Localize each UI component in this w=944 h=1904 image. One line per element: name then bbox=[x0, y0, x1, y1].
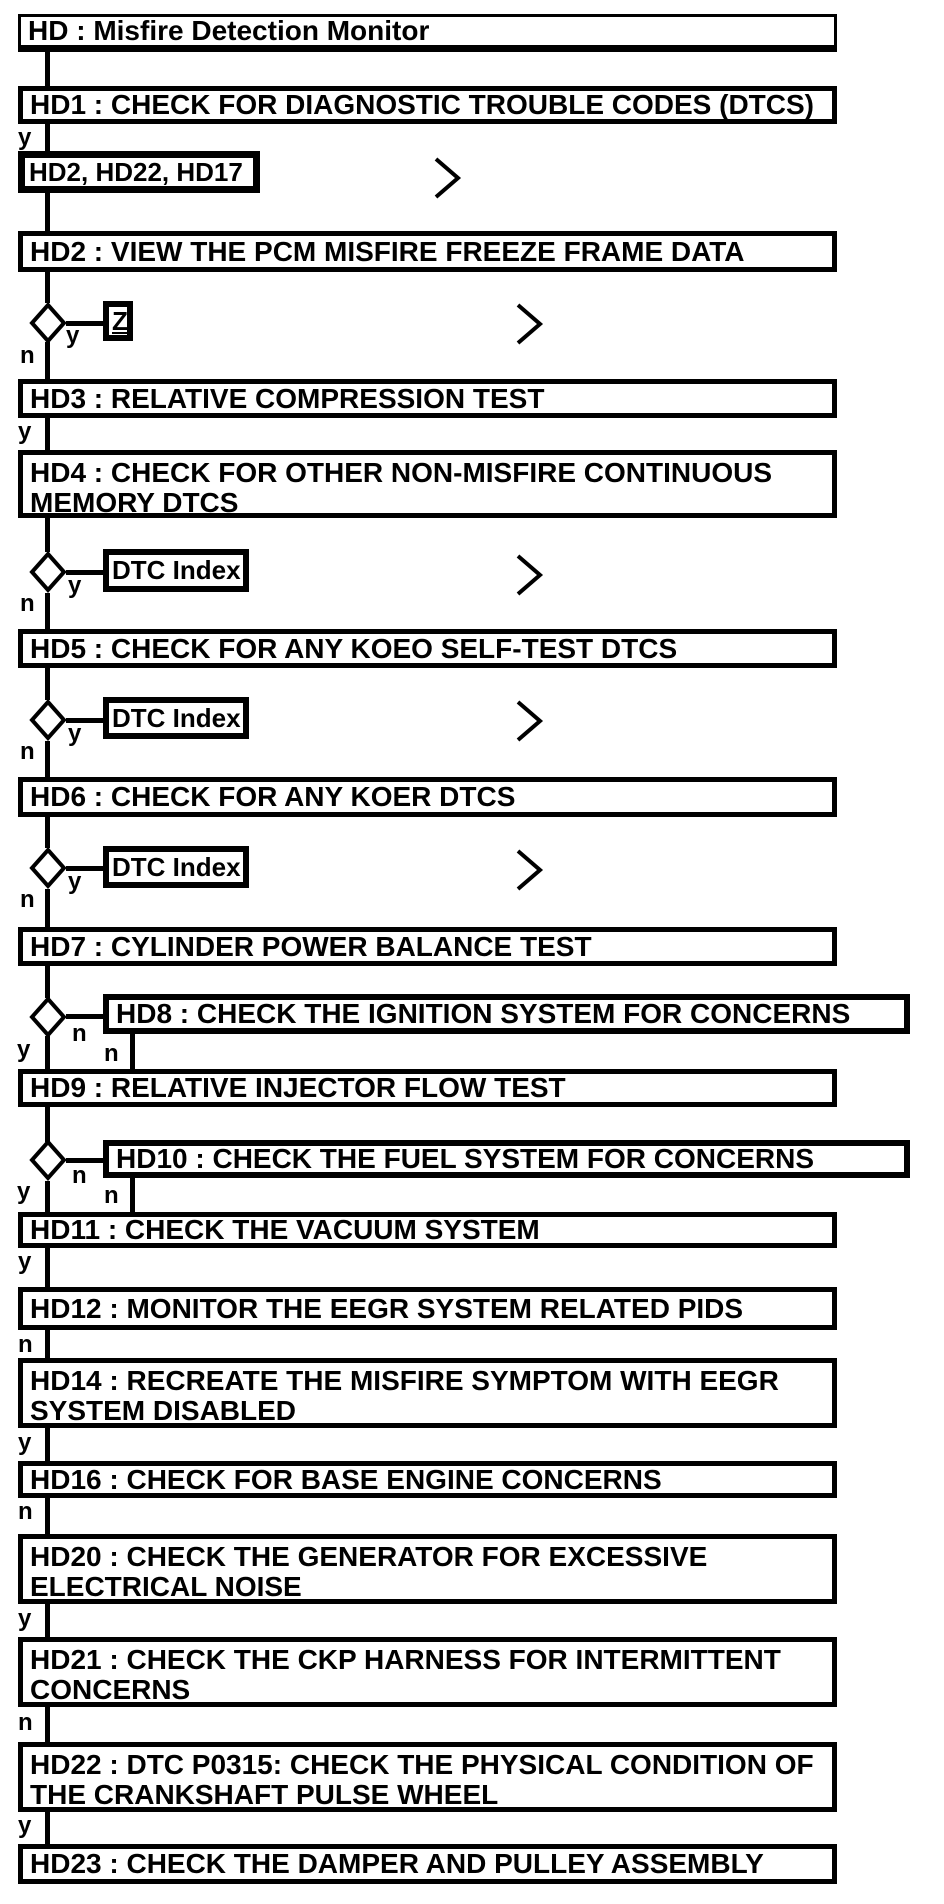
branch-label-no: n bbox=[20, 886, 35, 913]
connector-line bbox=[45, 816, 50, 848]
connector-line bbox=[45, 1106, 50, 1142]
connector-line bbox=[45, 1604, 50, 1639]
decision-diamond bbox=[29, 699, 67, 741]
decision-diamond bbox=[29, 302, 67, 344]
connector-line bbox=[45, 1497, 50, 1536]
step-box-hd20: HD20 : CHECK THE GENERATOR FOR EXCESSIVE… bbox=[18, 1534, 837, 1604]
step-box-hd21: HD21 : CHECK THE CKP HARNESS FOR INTERMI… bbox=[18, 1637, 837, 1707]
connector-line bbox=[45, 1036, 50, 1071]
connector-line bbox=[45, 965, 50, 998]
branch-label-yes: y bbox=[18, 1605, 32, 1632]
branch-label-yes: y bbox=[18, 1429, 32, 1456]
branch-label-no: n bbox=[72, 1020, 87, 1047]
connector-line bbox=[45, 1707, 50, 1744]
connector-line bbox=[45, 124, 50, 152]
step-box-hd3: HD3 : RELATIVE COMPRESSION TEST bbox=[18, 379, 837, 418]
decision-diamond bbox=[29, 1139, 67, 1181]
branch-label-yes: y bbox=[68, 572, 82, 599]
step-box-hd12: HD12 : MONITOR THE EEGR SYSTEM RELATED P… bbox=[18, 1287, 837, 1330]
decision-diamond bbox=[29, 847, 67, 889]
branch-label-no: n bbox=[18, 1709, 33, 1736]
connector-line bbox=[45, 1427, 50, 1463]
connector-line bbox=[66, 1158, 105, 1163]
branch-label-yes: y bbox=[18, 1812, 32, 1839]
step-box-hd2: HD2 : VIEW THE PCM MISFIRE FREEZE FRAME … bbox=[18, 231, 837, 272]
continuation-chevron-icon bbox=[434, 157, 462, 199]
ref-box-z[interactable]: Z bbox=[103, 301, 133, 341]
branch-label-yes: y bbox=[18, 124, 32, 151]
step-box-hd5: HD5 : CHECK FOR ANY KOEO SELF-TEST DTCS bbox=[18, 629, 837, 668]
branch-label-yes: y bbox=[17, 1036, 31, 1063]
branch-label-no: n bbox=[104, 1040, 119, 1067]
step-box-hd1: HD1 : CHECK FOR DIAGNOSTIC TROUBLE CODES… bbox=[18, 86, 837, 124]
connector-line bbox=[45, 1246, 50, 1289]
branch-label-yes: y bbox=[18, 1248, 32, 1275]
connector-line bbox=[66, 718, 103, 723]
branch-label-no: n bbox=[104, 1182, 119, 1209]
step-box-hd14: HD14 : RECREATE THE MISFIRE SYMPTOM WITH… bbox=[18, 1358, 837, 1428]
branch-label-no: n bbox=[72, 1162, 87, 1189]
branch-label-no: n bbox=[20, 590, 35, 617]
connector-line bbox=[45, 417, 50, 451]
connector-line bbox=[66, 570, 103, 575]
step-box-hd22: HD22 : DTC P0315: CHECK THE PHYSICAL CON… bbox=[18, 1742, 837, 1812]
decision-diamond bbox=[29, 996, 67, 1038]
step-box-hd4: HD4 : CHECK FOR OTHER NON-MISFIRE CONTIN… bbox=[18, 450, 837, 518]
continuation-chevron-icon bbox=[516, 554, 544, 596]
branch-label-yes: y bbox=[68, 720, 82, 747]
step-box-hd9: HD9 : RELATIVE INJECTOR FLOW TEST bbox=[18, 1069, 837, 1107]
step-box-hd7: HD7 : CYLINDER POWER BALANCE TEST bbox=[18, 927, 837, 966]
ref-box-dtc-index-2[interactable]: DTC Index bbox=[103, 697, 249, 739]
connector-line bbox=[66, 1014, 105, 1019]
connector-line bbox=[45, 667, 50, 700]
step-box-hd10: HD10 : CHECK THE FUEL SYSTEM FOR CONCERN… bbox=[103, 1140, 910, 1178]
branch-label-no: n bbox=[18, 1498, 33, 1525]
chart-title-box: HD : Misfire Detection Monitor bbox=[18, 14, 837, 52]
connector-line bbox=[45, 271, 50, 303]
branch-label-no: n bbox=[20, 738, 35, 765]
connector-line bbox=[66, 321, 103, 326]
connector-line bbox=[45, 516, 50, 552]
connector-line bbox=[45, 51, 50, 87]
connector-line bbox=[45, 1811, 50, 1846]
connector-line bbox=[66, 866, 103, 871]
continuation-chevron-icon bbox=[516, 849, 544, 891]
connector-line bbox=[45, 192, 50, 233]
ref-box-dtc-index-3[interactable]: DTC Index bbox=[103, 846, 249, 888]
connector-line bbox=[45, 593, 50, 631]
branch-label-no: n bbox=[18, 1331, 33, 1358]
step-box-hd6: HD6 : CHECK FOR ANY KOER DTCS bbox=[18, 777, 837, 817]
connector-line bbox=[45, 342, 50, 381]
branch-label-yes: y bbox=[66, 322, 80, 349]
connector-line bbox=[45, 889, 50, 929]
branch-label-yes: y bbox=[17, 1178, 31, 1205]
continuation-chevron-icon bbox=[516, 700, 544, 742]
step-box-hd11: HD11 : CHECK THE VACUUM SYSTEM bbox=[18, 1212, 837, 1248]
connector-line bbox=[130, 1032, 135, 1072]
step-box-hd16: HD16 : CHECK FOR BASE ENGINE CONCERNS bbox=[18, 1461, 837, 1498]
connector-line bbox=[45, 1329, 50, 1359]
connector-line bbox=[45, 741, 50, 779]
ref-box-dtc-index-1[interactable]: DTC Index bbox=[103, 549, 249, 592]
step-box-hd23: HD23 : CHECK THE DAMPER AND PULLEY ASSEM… bbox=[18, 1844, 837, 1884]
ref-box-goto-hd2-hd22-hd17[interactable]: HD2, HD22, HD17 bbox=[18, 151, 260, 193]
branch-label-no: n bbox=[20, 342, 35, 369]
continuation-chevron-icon bbox=[516, 303, 544, 345]
step-box-hd8: HD8 : CHECK THE IGNITION SYSTEM FOR CONC… bbox=[103, 994, 910, 1034]
ref-label-z: Z bbox=[112, 305, 128, 336]
connector-line bbox=[130, 1176, 135, 1214]
branch-label-yes: y bbox=[68, 868, 82, 895]
connector-line bbox=[45, 1181, 50, 1214]
decision-diamond bbox=[29, 551, 67, 593]
branch-label-yes: y bbox=[18, 418, 32, 445]
